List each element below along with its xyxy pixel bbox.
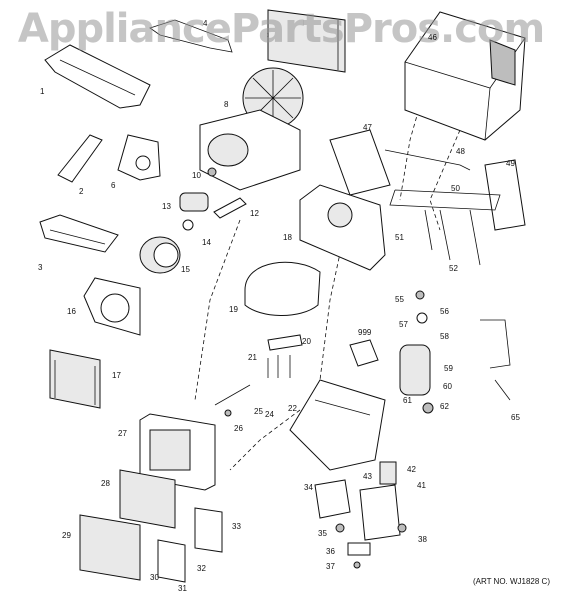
callout-label: 21 xyxy=(248,353,257,362)
callout-label: 14 xyxy=(202,238,211,247)
callout-label: 61 xyxy=(403,396,412,405)
part-strap xyxy=(213,197,247,219)
part-bulkhead xyxy=(299,184,386,271)
callout-label: 56 xyxy=(440,307,449,316)
callout-label: 59 xyxy=(444,364,453,373)
callout-label: 38 xyxy=(418,535,427,544)
callout-label: 25 xyxy=(254,407,263,416)
watermark: AppliancePartsPros.com xyxy=(17,6,545,52)
callout-label: 24 xyxy=(265,410,274,419)
callout-label: 26 xyxy=(234,424,243,433)
callout-label: 22 xyxy=(288,404,297,413)
callout-label: 999 xyxy=(358,328,372,337)
callout-label: 37 xyxy=(326,562,335,571)
part-fan-motor xyxy=(179,167,217,231)
callout-label: 34 xyxy=(304,483,313,492)
callout-label: 15 xyxy=(181,265,190,274)
callout-label: 30 xyxy=(150,573,159,582)
callout-label: 52 xyxy=(449,264,458,273)
part-front-grille xyxy=(79,514,141,581)
guide-line xyxy=(194,219,241,401)
callout-label: 36 xyxy=(326,547,335,556)
callout-label: 41 xyxy=(417,481,426,490)
part-filter xyxy=(119,469,176,529)
callout-label: 55 xyxy=(395,295,404,304)
part-base-rails xyxy=(384,149,501,266)
part-shroud xyxy=(199,109,301,191)
callout-label: 51 xyxy=(395,233,404,242)
callout-label: 18 xyxy=(283,233,292,242)
part-compressor xyxy=(399,290,434,414)
callout-label: 17 xyxy=(112,371,121,380)
part-scroll xyxy=(244,261,321,316)
callout-label: 50 xyxy=(451,184,460,193)
part-access-panel xyxy=(194,507,223,553)
part-scroll-panel xyxy=(83,277,141,336)
callout-label: 49 xyxy=(506,159,515,168)
callout-label: 47 xyxy=(363,123,372,132)
callout-label: 13 xyxy=(162,202,171,211)
part-front-frame xyxy=(139,413,216,491)
callout-label: 58 xyxy=(440,332,449,341)
callout-label: 4 xyxy=(203,19,208,28)
part-condenser-coil-top xyxy=(267,9,346,73)
part-bracket xyxy=(57,134,103,183)
callout-label: 57 xyxy=(399,320,408,329)
callout-label: 19 xyxy=(229,305,238,314)
callout-label: 10 xyxy=(192,171,201,180)
guide-line xyxy=(429,129,461,231)
part-cabinet xyxy=(404,11,526,141)
callout-label: 20 xyxy=(302,337,311,346)
callout-label: 35 xyxy=(318,529,327,538)
callout-label: 43 xyxy=(363,472,372,481)
callout-label: 6 xyxy=(111,181,116,190)
part-orifice-panel xyxy=(117,134,161,181)
art-number: (ART NO. WJ1828 C) xyxy=(472,577,550,586)
callout-label: 3 xyxy=(38,263,43,272)
part-front-grille-top xyxy=(39,214,119,253)
callout-label: 46 xyxy=(428,33,437,42)
part-fasteners xyxy=(214,334,303,417)
callout-label: 48 xyxy=(456,147,465,156)
callout-label: 65 xyxy=(511,413,520,422)
callout-label: 28 xyxy=(101,479,110,488)
part-top-cover xyxy=(44,44,151,109)
callout-label: 32 xyxy=(197,564,206,573)
callout-label: 62 xyxy=(440,402,449,411)
callout-label: 16 xyxy=(67,307,76,316)
callout-label: 1 xyxy=(40,87,45,96)
callout-label: 12 xyxy=(250,209,259,218)
part-brace xyxy=(149,19,233,53)
callout-label: 29 xyxy=(62,531,71,540)
part-blower-wheel xyxy=(139,236,181,274)
part-base-pan xyxy=(289,379,386,471)
callout-label: 8 xyxy=(224,100,229,109)
guide-line xyxy=(229,409,301,471)
callout-label: 42 xyxy=(407,465,416,474)
part-tubing xyxy=(480,319,511,401)
callout-label: 60 xyxy=(443,382,452,391)
part-evaporator xyxy=(49,349,101,409)
callout-label: 27 xyxy=(118,429,127,438)
part-louver xyxy=(157,539,186,583)
part-insulation xyxy=(349,339,379,367)
callout-label: 33 xyxy=(232,522,241,531)
callout-label: 2 xyxy=(79,187,84,196)
callout-label: 31 xyxy=(178,584,187,593)
part-control-box xyxy=(314,461,407,569)
part-side-curtain xyxy=(329,129,526,231)
